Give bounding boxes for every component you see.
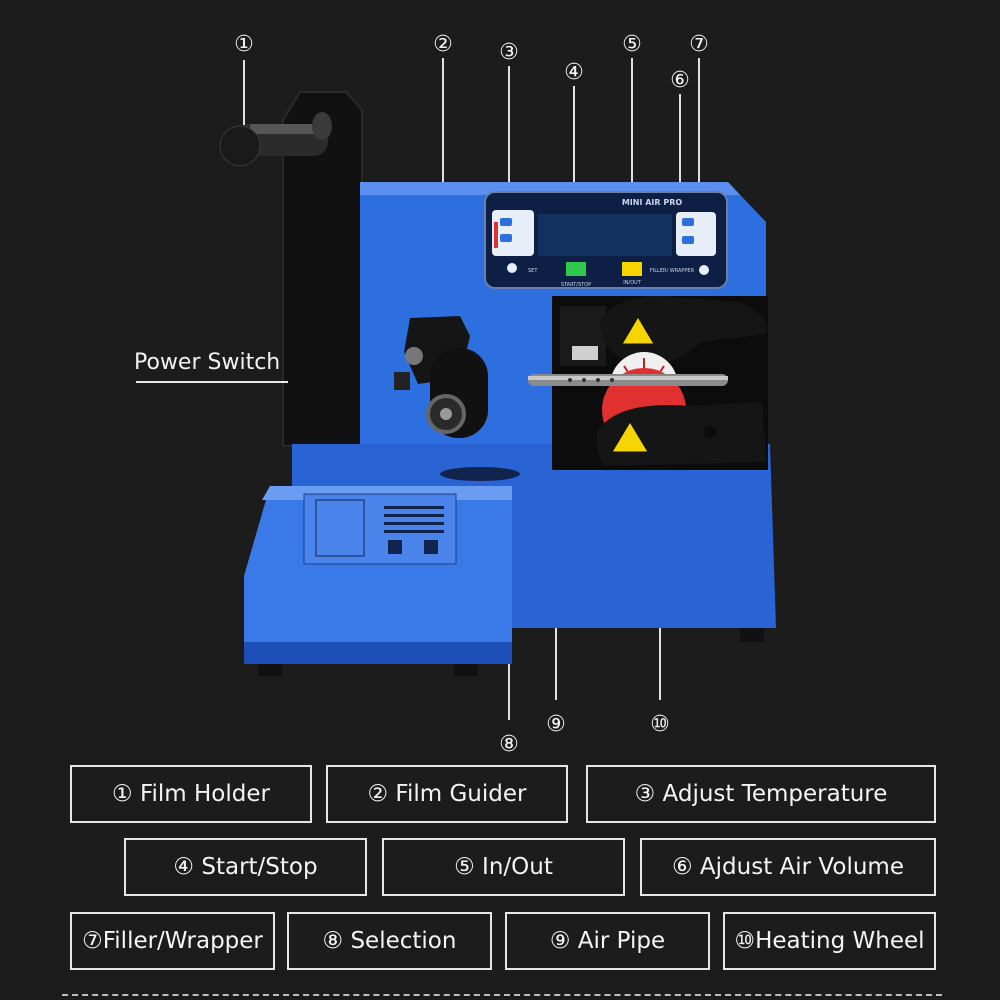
legend-adjust-air-volume: ⑥ Ajdust Air Volume bbox=[640, 838, 936, 896]
machine-photo: MINI AIR PRO SET START/STOP IN/OUT FILLE… bbox=[219, 58, 776, 720]
panel-brand: MINI AIR PRO bbox=[622, 198, 683, 207]
callout-6: ⑥ bbox=[670, 68, 690, 93]
callout-2: ② bbox=[433, 32, 453, 57]
panel-filler-wrapper-label: FILLER/ WRAPPER bbox=[650, 268, 695, 274]
film-guider bbox=[394, 316, 488, 438]
callout-7: ⑦ bbox=[689, 32, 709, 57]
legend-selection: ⑧ Selection bbox=[287, 912, 492, 970]
panel-set-label: SET bbox=[528, 268, 538, 274]
callout-9: ⑨ bbox=[546, 712, 566, 737]
legend-start-stop: ④ Start/Stop bbox=[124, 838, 367, 896]
power-switch-label: Power Switch bbox=[134, 350, 281, 375]
film-holder bbox=[219, 91, 363, 447]
legend-film-holder: ① Film Holder bbox=[70, 765, 312, 823]
callout-8: ⑧ bbox=[499, 732, 519, 757]
callout-10: ⑩ bbox=[650, 712, 670, 737]
legend-air-pipe: ⑨ Air Pipe bbox=[505, 912, 710, 970]
sealing-module bbox=[528, 296, 768, 470]
bottom-dashed-divider bbox=[62, 994, 942, 996]
callout-3: ③ bbox=[499, 40, 519, 65]
callout-1: ① bbox=[234, 32, 254, 57]
panel-start-stop-label: START/STOP bbox=[561, 282, 591, 288]
legend-heating-wheel: ⑩Heating Wheel bbox=[723, 912, 936, 970]
power-switch-underline bbox=[136, 381, 288, 383]
legend-in-out: ⑤ In/Out bbox=[382, 838, 625, 896]
legend-film-guider: ② Film Guider bbox=[326, 765, 568, 823]
callout-4: ④ bbox=[564, 60, 584, 85]
legend-adjust-temperature: ③ Adjust Temperature bbox=[586, 765, 936, 823]
panel-in-out-label: IN/OUT bbox=[623, 280, 641, 286]
callout-5: ⑤ bbox=[622, 32, 642, 57]
control-panel bbox=[484, 191, 728, 289]
legend-filler-wrapper: ⑦Filler/Wrapper bbox=[70, 912, 275, 970]
